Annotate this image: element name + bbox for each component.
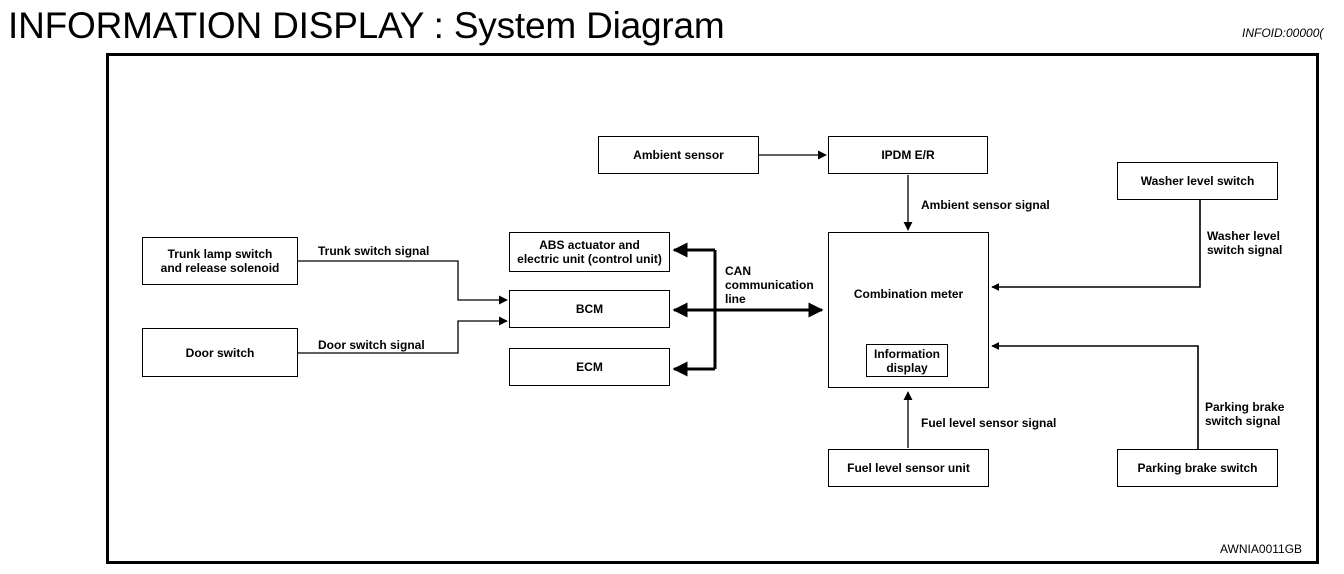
- ambient-sensor-label: Ambient sensor: [633, 148, 724, 162]
- parking-brake-switch-signal-label: Parking brake switch signal: [1205, 400, 1285, 428]
- ambient-sensor-signal-label: Ambient sensor signal: [921, 198, 1050, 212]
- washer-level-switch-label: Washer level switch: [1140, 174, 1255, 188]
- can-communication-line-label: CAN communication line: [725, 264, 814, 306]
- ecm-label: ECM: [576, 360, 603, 374]
- washer-level-switch-block: Washer level switch: [1117, 162, 1278, 200]
- ipdm-label: IPDM E/R: [881, 148, 935, 162]
- door-switch-label: Door switch: [185, 345, 255, 360]
- information-display-block: Information display: [866, 344, 948, 377]
- trunk-to-bcm-line: [298, 260, 508, 305]
- trunk-lamp-switch-block: Trunk lamp switch and release solenoid: [142, 237, 298, 285]
- door-switch-signal-label: Door switch signal: [318, 338, 425, 352]
- parking-to-meter-line: [991, 342, 1199, 450]
- ecm-block: ECM: [509, 348, 670, 386]
- ambient-sensor-block: Ambient sensor: [598, 136, 759, 174]
- combination-meter-label: Combination meter: [853, 287, 964, 301]
- document-id: INFOID:00000(: [1242, 26, 1324, 40]
- door-switch-block: Door switch: [142, 328, 298, 377]
- information-display-label: Information display: [874, 346, 940, 375]
- page-title: INFORMATION DISPLAY : System Diagram: [8, 5, 725, 46]
- abs-unit-label: ABS actuator and electric unit (control …: [517, 238, 662, 266]
- trunk-switch-signal-label: Trunk switch signal: [318, 244, 430, 258]
- diagram-frame: [106, 53, 1319, 564]
- ipdm-block: IPDM E/R: [828, 136, 988, 174]
- washer-to-meter-line: [991, 200, 1201, 291]
- fuel-level-sensor-signal-label: Fuel level sensor signal: [921, 416, 1057, 430]
- parking-brake-switch-label: Parking brake switch: [1137, 461, 1258, 475]
- figure-code: AWNIA0011GB: [1220, 542, 1303, 556]
- parking-brake-switch-block: Parking brake switch: [1117, 449, 1278, 487]
- bcm-label: BCM: [575, 302, 604, 316]
- washer-level-switch-signal-label: Washer level switch signal: [1207, 229, 1283, 257]
- fuel-level-sensor-unit-block: Fuel level sensor unit: [828, 449, 989, 487]
- fuel-level-sensor-unit-label: Fuel level sensor unit: [847, 461, 970, 475]
- bcm-block: BCM: [509, 290, 670, 328]
- abs-unit-block: ABS actuator and electric unit (control …: [509, 232, 670, 272]
- combination-meter-block: Combination meter: [828, 232, 989, 388]
- door-to-bcm-line: [298, 316, 508, 354]
- trunk-lamp-switch-label: Trunk lamp switch and release solenoid: [160, 247, 280, 275]
